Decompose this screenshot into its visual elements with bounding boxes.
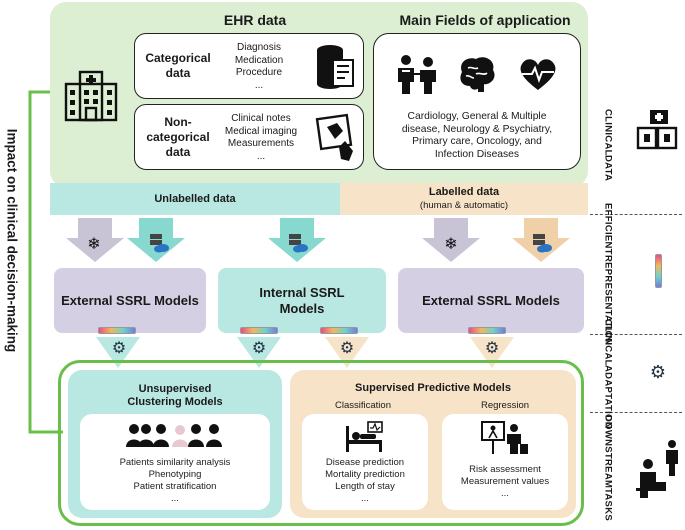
fields-text: Cardiology, General & Multiple disease, … [401, 111, 553, 160]
gear-icon: ⚙ [649, 361, 667, 382]
external-ssrl-left: External SSRL Models [54, 268, 206, 333]
gear-icon: ⚙ [251, 340, 267, 357]
fields-box: Cardiology, General & Multiple disease, … [373, 33, 581, 170]
snowflake-icon: ❄ [444, 236, 458, 253]
clinical-data-label: CLINICAL DATA [602, 108, 614, 182]
representation-bar [240, 327, 278, 334]
unsupervised-panel: Unsupervised Clustering Models Patients … [68, 370, 282, 518]
stage-divider [590, 214, 682, 215]
categorical-label: Categorical data [145, 51, 211, 80]
unlabelled-band: Unlabelled data [50, 183, 340, 215]
representation-bar [320, 327, 358, 334]
representation-vertical-bar [655, 254, 662, 288]
noncategorical-data-box: Non- categorical data Clinical notes Med… [134, 104, 364, 170]
internal-ssrl: Internal SSRL Models [218, 268, 386, 333]
unsupervised-inner: Patients similarity analysis Phenotyping… [80, 414, 270, 510]
brain-icon [460, 57, 495, 92]
unsupervised-title: Unsupervised Clustering Models [127, 383, 223, 408]
clinical-adaptation-label: CLINICAL ADAPTATION [602, 318, 614, 430]
representation-bar [98, 327, 136, 334]
regression-box: Risk assessment Measurement values ... [442, 414, 568, 510]
clinical-data-icon [636, 110, 678, 150]
doctor-patient-downstream-icon [636, 440, 678, 498]
downstream-frame [58, 360, 584, 526]
fields-title: Main Fields of application [399, 12, 571, 28]
classification-label: Classification [335, 399, 391, 411]
gear-icon: ⚙ [339, 340, 355, 357]
noncategorical-items: Clinical notes Medical imaging Measureme… [224, 113, 298, 162]
labelled-band: Labelled data (human & automatic) [340, 183, 588, 215]
classification-box: Disease prediction Mortality prediction … [302, 414, 428, 510]
doctor-board-icon [481, 421, 528, 454]
stage-divider [590, 412, 682, 413]
categorical-items: Diagnosis Medication Procedure ... [234, 42, 284, 91]
patient-groups-icon [126, 424, 222, 447]
external-ssrl-right: External SSRL Models [398, 268, 584, 333]
supervised-panel: Supervised Predictive Models Classificat… [290, 370, 576, 518]
noncategorical-label: Non- categorical data [146, 114, 210, 159]
downstream-tasks-label: DOWNSTREAM TASKS [602, 414, 614, 522]
classification-items: Disease prediction Mortality prediction … [325, 457, 405, 504]
server-cloud-icon [533, 234, 552, 253]
medical-image-icon [315, 113, 353, 161]
doctor-patient-icon [398, 55, 436, 94]
efficient-representation-label: EFFICIENT REPRESENTATION [602, 202, 614, 346]
database-document-icon [317, 45, 354, 89]
stage-divider [590, 334, 682, 335]
regression-label: Regression [480, 399, 530, 411]
snowflake-icon: ❄ [87, 236, 101, 253]
server-cloud-icon [289, 234, 308, 253]
hospital-icon [64, 70, 118, 122]
server-cloud-icon [150, 234, 169, 253]
gear-icon: ⚙ [484, 340, 500, 357]
categorical-data-box: Categorical data Diagnosis Medication Pr… [134, 33, 364, 99]
hospital-bed-icon [346, 421, 383, 452]
representation-bar [468, 327, 506, 334]
unsupervised-items: Patients similarity analysis Phenotyping… [119, 457, 231, 504]
supervised-title: Supervised Predictive Models [355, 382, 511, 394]
gear-icon: ⚙ [111, 340, 127, 357]
regression-items: Risk assessment Measurement values ... [460, 464, 550, 499]
heart-icon [520, 59, 556, 90]
ehr-title: EHR data [223, 12, 287, 28]
